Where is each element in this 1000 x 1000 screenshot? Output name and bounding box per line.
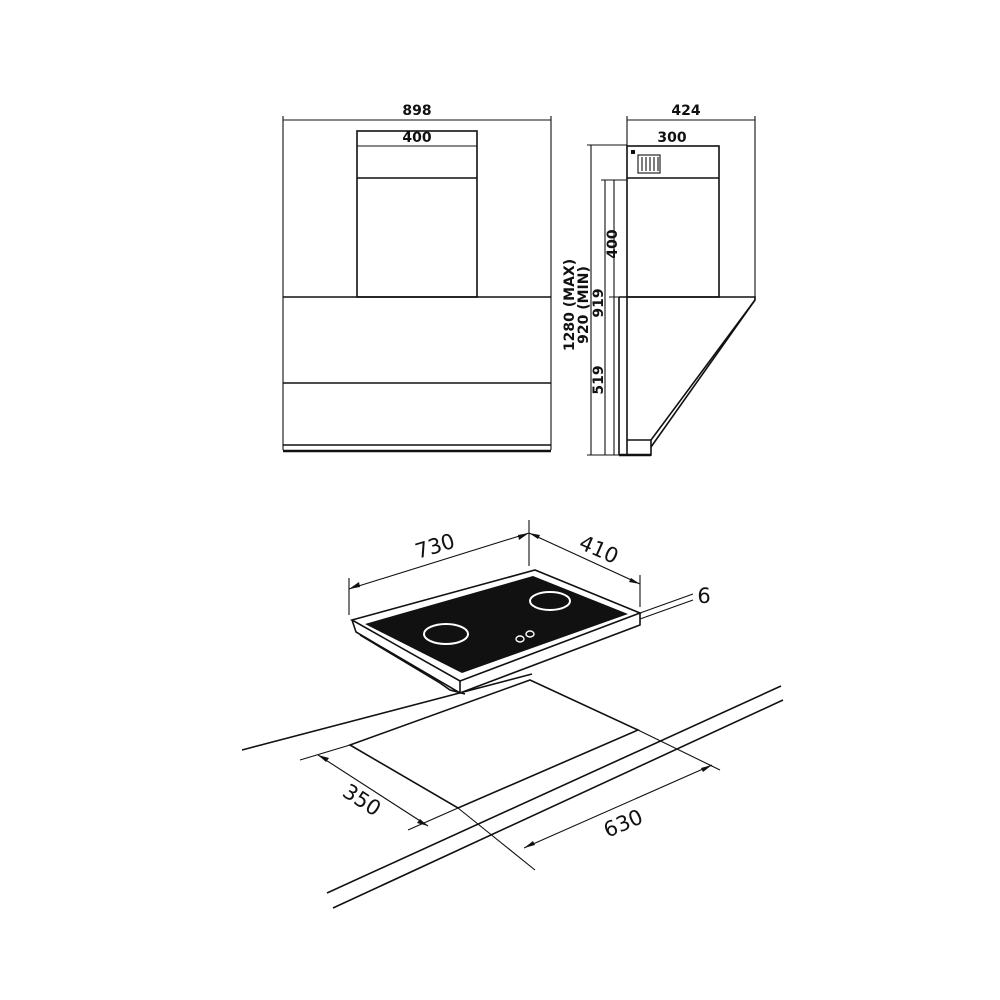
ext-line-cutout-front — [407, 807, 459, 831]
hood-side-view: 424 300 128 — [562, 103, 756, 457]
cooking-zone-right-icon — [529, 591, 571, 611]
cooking-zone-left-icon — [423, 623, 469, 645]
dim-line-hob-depth — [528, 532, 641, 585]
hob-underside — [359, 634, 466, 695]
dim-body-height: 919 — [591, 288, 607, 317]
dim-chimney-height: 400 — [605, 229, 621, 258]
arrow-head — [529, 533, 540, 539]
dim-hob-depth: 410 — [576, 530, 622, 568]
glass-top — [365, 576, 628, 673]
dim-line-thickness-a — [639, 593, 694, 614]
hob-drawing: 730 410 6 350 — [241, 520, 784, 909]
dim-canopy-height: 519 — [591, 365, 607, 394]
dim-line-thickness-b — [639, 599, 694, 620]
worktop-back-edge — [241, 673, 533, 751]
dim-line-cutout-depth — [317, 754, 429, 827]
dim-cutout-width: 630 — [600, 805, 646, 843]
vent-grille-icon — [631, 150, 661, 174]
dim-cutout-depth: 350 — [338, 779, 385, 821]
hood-front-view: 898 400 — [282, 103, 552, 453]
arrow-head — [349, 582, 360, 589]
ext-line-cutout-left — [457, 807, 536, 871]
dim-hob-thickness: 6 — [697, 584, 710, 608]
dim-line-cutout-width — [523, 764, 713, 849]
worktop-cutout — [348, 679, 640, 809]
arrow-head — [701, 765, 712, 772]
arrow-head — [318, 755, 329, 762]
dim-chimney-depth: 300 — [657, 130, 686, 146]
canopy-side-profile — [619, 296, 756, 456]
dim-hob-width: 730 — [412, 529, 457, 564]
arrow-head — [629, 578, 640, 584]
worktop-front-edge-top — [326, 685, 782, 894]
ext-line-cutout-right — [637, 729, 721, 771]
canopy-slope-inner — [650, 299, 756, 448]
dim-overall-depth: 424 — [671, 103, 700, 119]
worktop-front-edge-bottom — [332, 699, 784, 909]
dim-overall-width: 898 — [402, 103, 431, 119]
dim-line-hob-width — [348, 532, 530, 590]
control-knob-icon — [525, 630, 535, 638]
ext-line-cutout-back — [299, 744, 351, 761]
arrow-head — [417, 819, 428, 826]
chimney-front — [356, 130, 478, 298]
arrow-head — [518, 533, 529, 540]
chimney-side — [626, 145, 720, 298]
control-knob-icon — [515, 635, 525, 643]
dim-height-max: 1280 (MAX) — [562, 259, 578, 351]
dim-height-min: 920 (MIN) — [576, 266, 592, 344]
dim-chimney-width: 400 — [402, 130, 431, 146]
arrow-head — [524, 841, 535, 848]
